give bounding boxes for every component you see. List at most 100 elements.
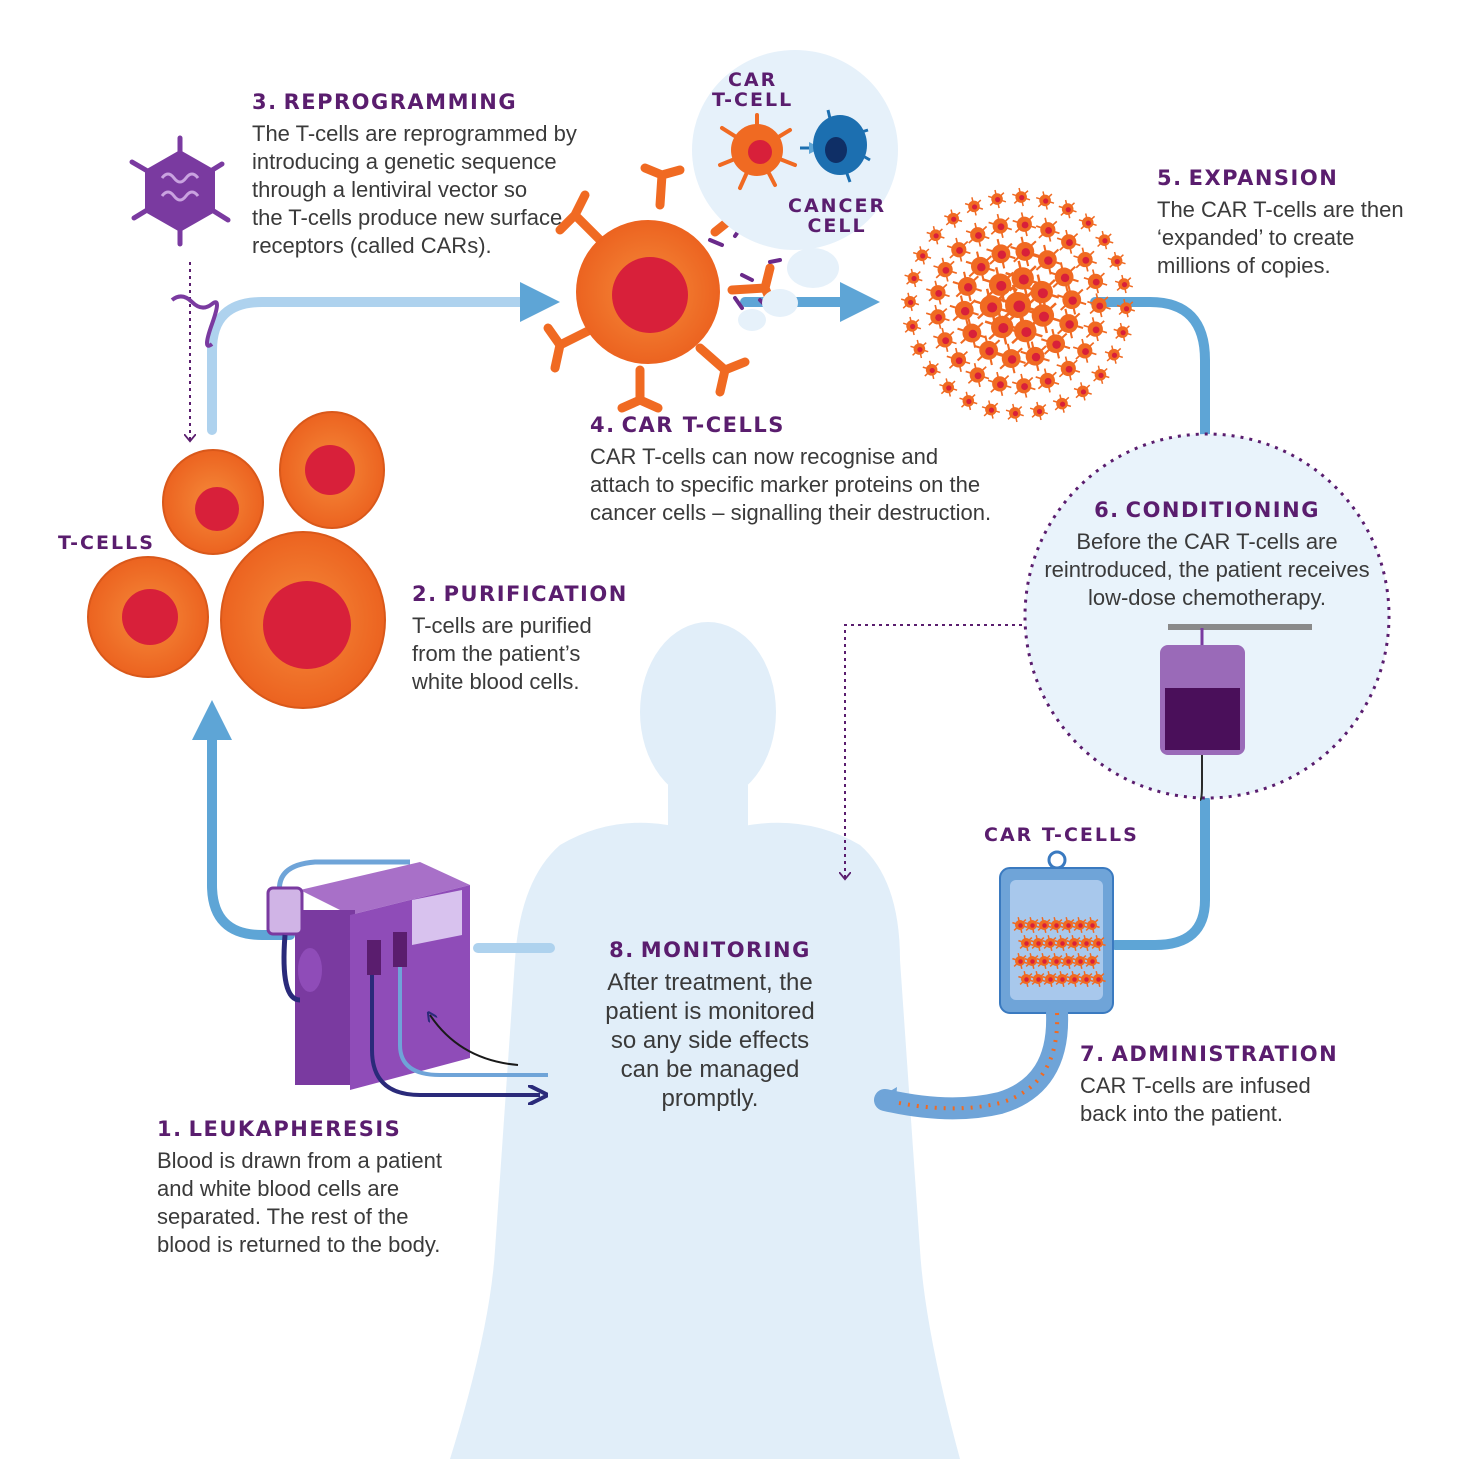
expanded-cell [987,189,1007,209]
expanded-cell [965,363,990,388]
expanded-cell [1032,244,1063,275]
step-title: 2.PURIFICATION [412,582,628,606]
expanded-cell [987,371,1012,396]
expanded-cell [965,251,996,282]
bag-cell [1012,917,1028,933]
step-4-car-t-cells: 4.CAR T-CELLS CAR T-cells can now recogn… [590,413,1030,527]
step-title: 7.ADMINISTRATION [1080,1042,1339,1066]
bag-cell [1042,935,1058,951]
expanded-cell [1052,394,1072,413]
process-flow-arrows [192,282,1210,953]
expanded-cell [1091,365,1110,384]
expanded-cell [922,360,941,380]
cancer-cell-icon [800,109,871,183]
step-title: 5.EXPANSION [1157,166,1339,190]
bag-cell [1078,971,1094,987]
car-t-cell-bubble-label: CAR T-CELL [712,69,794,111]
step-2-purification: 2.PURIFICATION T-cells are purified from… [412,582,672,696]
step-title: 3.REPROGRAMMING [252,90,518,114]
expanded-cell [925,304,950,329]
expanded-cell [910,339,929,359]
expanded-cell [912,246,932,265]
expanded-cell [926,226,945,245]
expanded-cell [986,238,1016,269]
expanded-cell [1035,217,1060,242]
dna-strand-icon [170,294,219,348]
dotted-arrows [190,262,1022,878]
apheresis-machine-icon [266,859,548,1095]
bag-cell [1090,971,1106,987]
bag-cell [1036,917,1052,933]
bag-cell [1042,971,1058,987]
expanded-cell [1049,262,1079,292]
lentivirus-icon [129,135,231,247]
step-description: Blood is drawn from a patient and white … [157,1148,442,1257]
expanded-cell [1116,298,1136,318]
expanded-cell [1005,260,1041,297]
expanded-cell [904,268,923,288]
expanded-cell [1078,213,1097,232]
bag-cell [1066,971,1082,987]
expanded-cell [946,347,971,372]
cancer-cell-bubble-label: CANCER CELL [788,195,887,237]
bag-cell [1084,953,1100,969]
bag-cell [1048,917,1064,933]
step-description: T-cells are purified from the patient’s … [412,613,592,694]
conditioning-circle [1023,432,1391,800]
expanded-cell [902,316,922,336]
expanded-cell [1095,230,1114,250]
expanded-cell [1056,356,1081,381]
step-description: The CAR T-cells are then ‘expanded’ to c… [1157,197,1404,278]
expanded-cell [1073,382,1092,401]
step-title: 8.MONITORING [609,938,811,962]
expanded-cell [926,280,950,305]
expanded-cell [1020,341,1050,372]
step-3-reprogramming: 3.REPROGRAMMING The T-cells are reprogra… [252,90,612,260]
expanded-cell [1024,274,1060,310]
expanded-cell [1114,274,1134,294]
step-description: CAR T-cells are infused back into the pa… [1080,1073,1311,1126]
bag-cell [1048,953,1064,969]
bag-cell [1018,971,1034,987]
expanded-cell [973,335,1004,366]
expanded-cell [988,213,1013,238]
expanded-cell [1104,345,1124,364]
bag-cell [1036,953,1052,969]
expanded-cell [952,271,983,302]
expanded-cell [1010,236,1040,267]
step-title: 4.CAR T-CELLS [590,413,785,437]
bag-cell [1012,953,1028,969]
step-8-monitoring: 8.MONITORING After treatment, the patien… [560,938,860,1113]
t-cells-label: T-CELLS [58,532,155,554]
t-cell-icon [87,411,386,709]
bag-cell [1024,917,1040,933]
step-description: The T-cells are reprogrammed by introduc… [252,121,577,258]
bag-cell [1060,917,1076,933]
expanded-cell [1053,308,1084,339]
expanded-cell [1040,328,1071,359]
bag-cell [1060,953,1076,969]
expanded-cell [1072,338,1097,363]
step-6-conditioning: 6.CONDITIONING Before the CAR T-cells ar… [1027,498,1387,612]
step-7-administration: 7.ADMINISTRATION CAR T-cells are infused… [1080,1042,1380,1128]
expanded-cell [959,391,978,411]
expanded-cell [1087,293,1111,318]
expanded-cell [1058,199,1077,219]
bag-cell [1054,935,1070,951]
expanded-cell [1057,284,1087,315]
human-silhouette [450,622,960,1459]
step-title: 1.LEUKAPHERESIS [157,1117,402,1141]
expanded-cell [981,400,1001,419]
bag-cell [1024,953,1040,969]
step-1-leukapheresis: 1.LEUKAPHERESIS Blood is drawn from a pa… [157,1117,477,1259]
expanded-cell [900,292,920,312]
bag-cell [1066,935,1082,951]
expanded-cell [1012,212,1037,237]
thought-bubble [692,50,898,331]
expanded-cell [933,257,958,282]
expanded-cell [1113,322,1132,342]
expanded-cell [973,288,1009,325]
car-t-cells-bag-label: CAR T-CELLS [984,824,1139,846]
step-5-expansion: 5.EXPANSION The CAR T-cells are then ‘ex… [1157,166,1437,280]
step-title: 6.CONDITIONING [1094,498,1320,522]
